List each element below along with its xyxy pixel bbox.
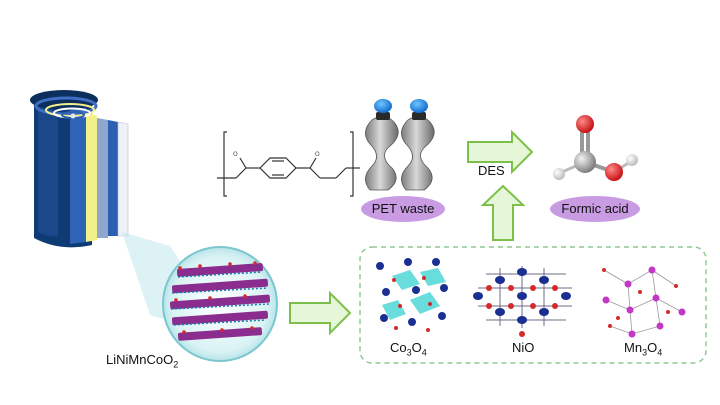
nio-base: NiO: [512, 340, 535, 355]
co3o4-mid: O: [411, 340, 422, 355]
co3o4-base: Co: [390, 340, 407, 355]
mn3o4-sub2: 4: [657, 347, 663, 358]
co3o4-crystal: [376, 258, 448, 332]
reaction-arrow: [467, 129, 534, 175]
formic-acid-label: Formic acid: [561, 201, 629, 216]
nio-crystal: [473, 266, 572, 337]
svg-text:O: O: [315, 151, 320, 158]
battery-formula: LiNiMnCoO2: [106, 352, 178, 370]
co3o4-sub2: 4: [421, 347, 427, 358]
mn3o4-sub1: 3: [642, 347, 648, 358]
mn3o4-crystal: [602, 266, 686, 338]
catalyst-label-mn3o4: Mn3O4: [624, 340, 662, 358]
mn3o4-base: Mn: [624, 340, 643, 355]
layered-structure-zoom: [162, 246, 278, 362]
pet-waste-pill: [361, 196, 445, 222]
catalyst-label-nio: NiO: [512, 340, 534, 355]
pet-bottles: [365, 99, 435, 191]
catalyst-label-co3o4: Co3O4: [390, 340, 427, 358]
up-arrow: [480, 184, 526, 241]
battery-formula-base: LiNiMnCoO: [106, 352, 174, 367]
battery-cell: [30, 90, 129, 248]
svg-text:O: O: [233, 151, 238, 158]
formic-acid-molecule: [553, 115, 638, 181]
mn3o4-mid: O: [647, 340, 658, 355]
arrow-to-catalysts: [289, 290, 352, 336]
catalyst-box: [359, 246, 707, 364]
formic-acid-pill: [550, 196, 640, 222]
des-label: DES: [478, 163, 505, 178]
pet-waste-label: PET waste: [371, 201, 435, 216]
battery-formula-sub: 2: [173, 359, 179, 370]
pet-structure: O O: [217, 131, 360, 197]
co3o4-sub1: 3: [406, 347, 412, 358]
